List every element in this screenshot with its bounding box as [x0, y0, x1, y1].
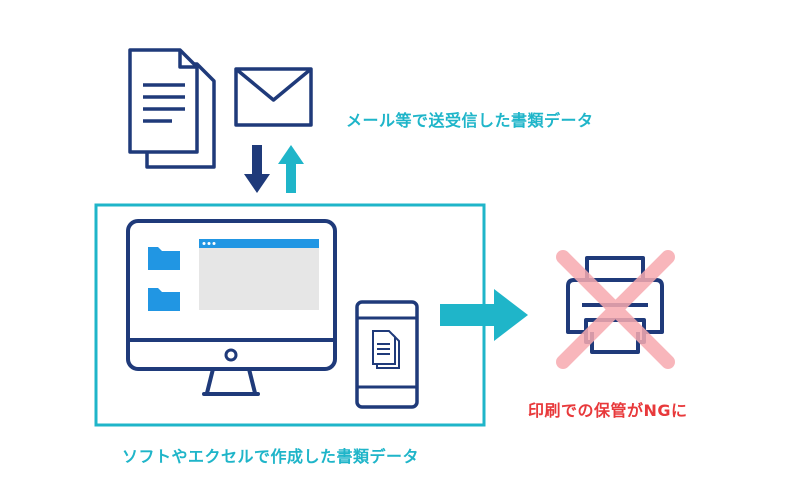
- envelope-icon: [234, 67, 313, 127]
- folder-icon: [148, 288, 180, 311]
- print-ng-label: 印刷での保管がNGに: [528, 401, 688, 420]
- desktop-monitor-icon: [126, 219, 337, 396]
- app-window: [199, 239, 319, 310]
- phone-document-icon: [372, 330, 400, 369]
- documents-icon: [128, 48, 216, 169]
- smartphone-icon: [355, 300, 419, 409]
- software-data-label: ソフトやエクセルで作成した書類データ: [122, 447, 420, 466]
- folder-icon: [148, 247, 180, 270]
- cross-mark-icon: [556, 250, 675, 369]
- right-arrow-icon: [440, 289, 528, 341]
- exchange-arrows-icon: [244, 145, 304, 193]
- email-data-label: メール等で送受信した書類データ: [346, 111, 594, 130]
